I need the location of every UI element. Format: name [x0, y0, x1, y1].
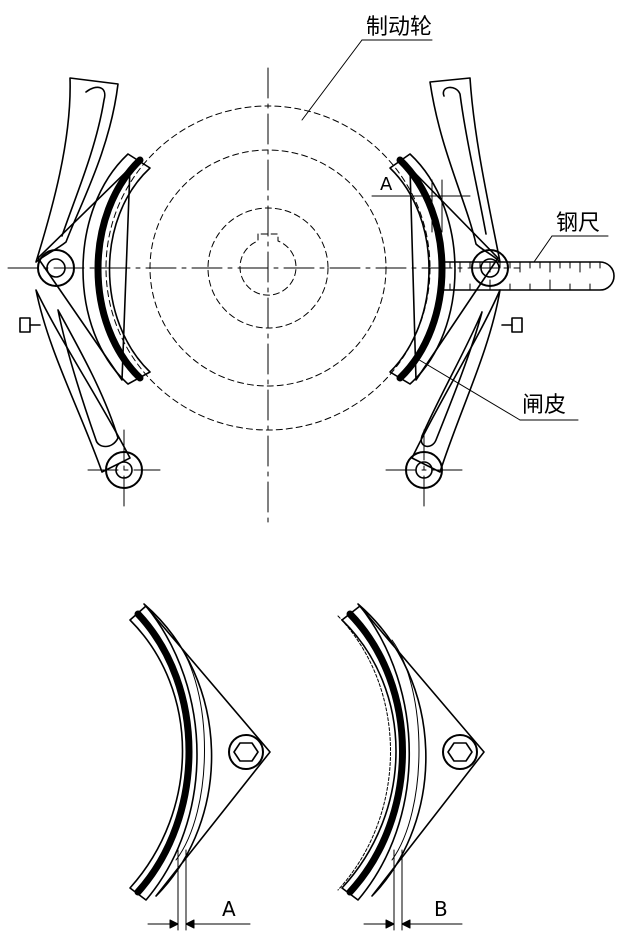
gap-b-bottom-label: B	[434, 897, 448, 921]
detail-b-lining	[346, 610, 406, 896]
detail-a-lining	[134, 610, 193, 896]
left-brake-arm	[19, 77, 143, 489]
steel-ruler	[439, 261, 615, 291]
brake-lining-label: 闸皮	[522, 393, 566, 418]
brake-wheel-label: 制动轮	[366, 15, 432, 40]
left-brake-lining	[94, 156, 144, 382]
right-brake-shoe	[389, 153, 456, 385]
left-brake-shoe	[82, 153, 151, 385]
detail-view-b: B	[337, 603, 485, 931]
gap-a-top-label: A	[380, 174, 393, 195]
centerlines	[7, 67, 521, 529]
right-brake-lining	[396, 156, 446, 382]
top-assembly-view: 制动轮 钢尺 闸皮 A	[7, 15, 615, 529]
detail-view-a: A	[129, 603, 271, 931]
steel-ruler-label: 钢尺	[556, 211, 600, 236]
gap-a-bottom-label: A	[222, 897, 236, 921]
brake-wheel	[105, 105, 431, 431]
right-brake-arm	[405, 77, 523, 489]
leader-lines	[301, 39, 609, 421]
